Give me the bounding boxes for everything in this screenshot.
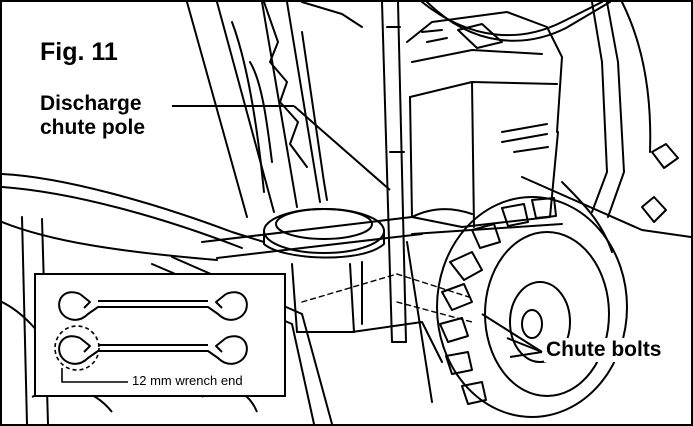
discharge-chute-pole: [381, 2, 407, 343]
discharge-chute-pole-label-line2: chute pole: [40, 115, 146, 139]
wrench-note-leader: [61, 368, 128, 383]
dashed-guide-lines: [301, 273, 473, 323]
chassis-frame: [201, 216, 563, 403]
discharge-chute: [186, 2, 363, 218]
motor-housing: [406, 11, 563, 228]
discharge-chute-pole-label: Discharge chute pole: [40, 92, 145, 139]
callout-leaders: [172, 105, 543, 358]
dashed-circle-highlight: [54, 325, 100, 371]
chute-collar: [263, 208, 385, 333]
tire: [436, 196, 628, 418]
discharge-chute-pole-label-line1: Discharge: [40, 92, 142, 115]
figure-title: Fig. 11: [40, 38, 118, 66]
handle-frame: [521, 2, 691, 253]
wrench-icon: [58, 291, 248, 321]
chute-bolts-label: Chute bolts: [544, 338, 664, 362]
wrench-icon: [58, 335, 248, 365]
wrench-size-note: 12 mm wrench end: [130, 373, 245, 388]
control-cable: [421, 2, 652, 153]
